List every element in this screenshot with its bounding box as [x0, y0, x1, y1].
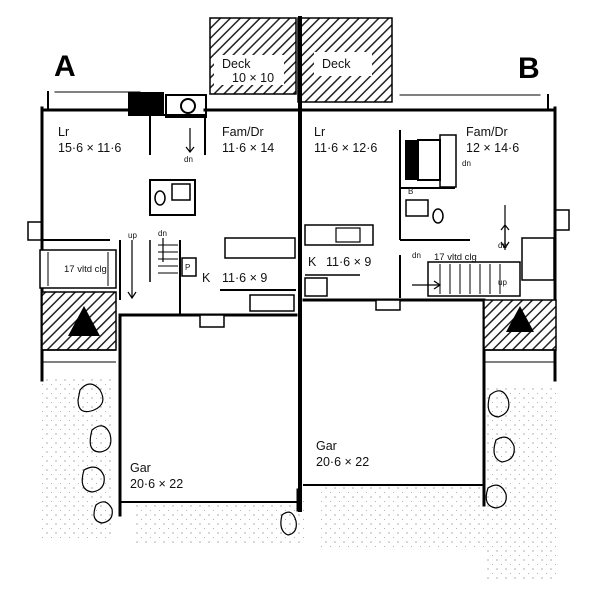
vaulted-a: 17 vltd clg [64, 264, 107, 275]
unit-label-b: B [518, 52, 540, 85]
shrubs [77, 383, 515, 536]
family-b-name: Fam/Dr [466, 125, 508, 139]
kitchen-a-name: K [202, 271, 211, 285]
family-a-name: Fam/Dr [222, 125, 264, 139]
garage-a-size: 20·6 × 22 [130, 477, 183, 491]
living-b-name: Lr [314, 125, 325, 139]
deck-a-size: 10 × 10 [232, 71, 274, 85]
living-a-name: Lr [58, 125, 69, 139]
dn-arrows [185, 128, 510, 250]
family-a-dn: dn [184, 155, 193, 164]
stair-a [127, 238, 197, 300]
fireplace-a [128, 92, 207, 118]
stair-b-dn: dn [412, 251, 421, 260]
family-a-size: 11·6 × 14 [222, 141, 274, 155]
stair-b [412, 224, 521, 297]
garage-b-name: Gar [316, 439, 337, 453]
fireplace-b [405, 134, 457, 188]
bath-a [154, 183, 191, 206]
kitchen-b-size: 11·6 × 9 [326, 255, 371, 269]
living-a-size: 15·6 × 11·6 [58, 141, 121, 155]
deck-a-name: Deck [222, 57, 251, 71]
bath-b-mark: B [408, 187, 413, 196]
kitchen-b-name: K [308, 255, 317, 269]
stair-b-up: up [498, 278, 507, 287]
vaulted-b: 17 vltd clg [434, 252, 477, 263]
deck-b [297, 17, 393, 103]
entry-b [483, 209, 570, 363]
deck-b-name: Deck [322, 57, 351, 71]
exterior-walls [40, 16, 557, 517]
garage-b-size: 20·6 × 22 [316, 455, 369, 469]
hall-b-dn: dn [498, 241, 507, 250]
deck-a [209, 17, 297, 95]
living-b-size: 11·6 × 12·6 [314, 141, 377, 155]
unit-label-a: A [54, 50, 76, 83]
stair-a-dn: dn [158, 229, 167, 238]
kitchen-a-size: 11·6 × 9 [222, 271, 267, 285]
bath-b [405, 199, 444, 224]
stair-a-up: up [128, 231, 137, 240]
garage-a-name: Gar [130, 461, 151, 475]
entry-a [27, 221, 117, 363]
pantry-a: P [185, 263, 190, 272]
interior-walls-b [304, 130, 470, 311]
family-b-dn: dn [462, 159, 471, 168]
interior-walls-a [42, 114, 296, 328]
family-b-size: 12 × 14·6 [466, 141, 519, 155]
